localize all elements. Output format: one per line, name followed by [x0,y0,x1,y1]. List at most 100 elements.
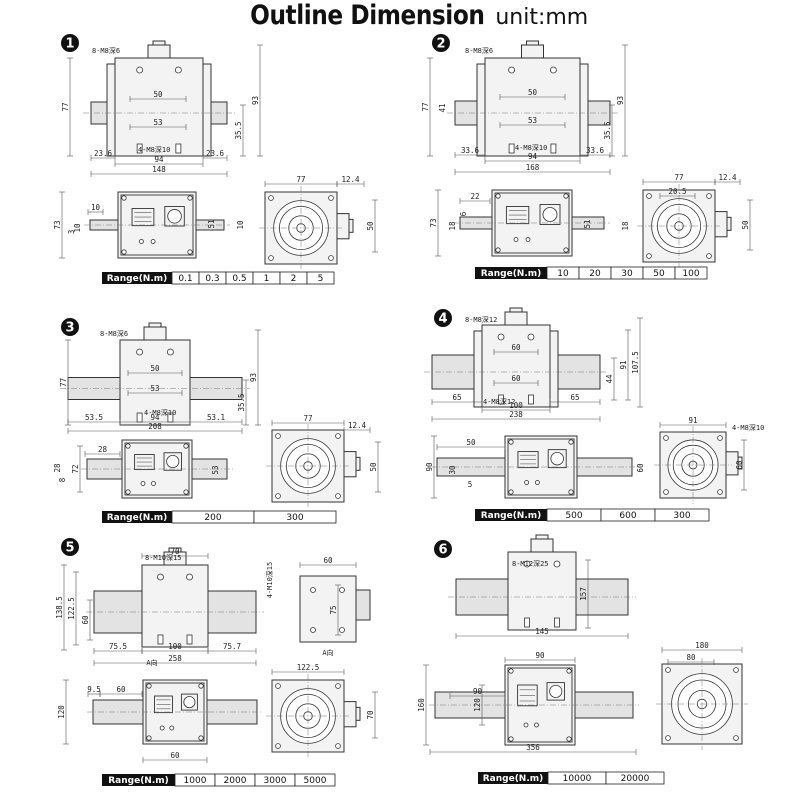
end-corner-hole [275,743,281,749]
connector [530,538,554,553]
range-cell [253,510,337,524]
model-badge-1 [61,34,79,52]
end-12.4-label: 12.4 [341,175,360,184]
range-value: 300 [673,511,690,521]
right-flange [202,63,212,157]
side-50-label: 50 [466,438,476,447]
range-value: 0.3 [205,274,219,284]
bottom-slot [186,634,193,645]
sec-60-label: 60 [323,556,333,565]
dim-53.1-r-label: 53.1 [207,413,225,422]
end-77-label: 77 [303,414,312,423]
model-badge-3 [61,318,79,336]
connector-cap [152,40,166,46]
side-51: 51 [207,219,216,228]
led-hole [525,237,531,242]
connector [504,311,528,326]
socket [166,454,180,469]
range-value: 600 [619,511,636,521]
range-value: 10000 [563,774,592,784]
side-60-label: 60 [116,685,126,694]
range-value: 5000 [304,776,327,786]
nameplate [134,454,155,471]
range-header-label: Range(N.m) [107,513,168,523]
socket [183,696,196,709]
dim-94-label: 94 [150,413,160,422]
dim-50-label: 50 [153,90,163,99]
bottom-slot [528,394,534,405]
section-hole [310,627,316,633]
mount-hole [550,66,557,74]
dim-70-label: 70 [170,547,180,556]
side-90-label: 90 [425,462,434,472]
led-hole [140,481,146,486]
top-holes-label: 8-M8深6 [100,329,128,338]
end-77-label: 77 [674,173,683,182]
end-corner-hole [717,489,723,495]
side-6: 6 [459,211,468,216]
top-holes-label: 8-M8深12 [465,315,497,324]
model-badge-5 [61,538,79,556]
dim-35.5-label: 35.5 [237,393,246,411]
corner-hole [183,489,189,495]
led-hole [523,722,529,728]
corner-hole [563,193,569,199]
end-corner-hole [335,493,341,499]
end-corner-hole [646,253,652,259]
range-cell [674,266,708,280]
dim-77-label: 77 [421,102,430,111]
model-badge-6 [434,540,452,558]
range-header-cell [475,509,547,521]
dim-75.7-label: 75.7 [223,642,241,651]
dim-100-label: 100 [509,401,523,410]
top-holes-label: 8-M10深15 [145,553,182,562]
dim-238-label: 238 [509,410,523,419]
side-3: 3 [67,230,76,235]
end-70-label: 70 [366,710,375,720]
corner-hole [566,736,572,742]
section-a-label: A向 [322,648,333,657]
dim-35.5-label: 35.5 [603,121,612,139]
nameplate [131,208,155,227]
side-dia-18r: 18 [621,221,630,231]
side-90-label: 90 [535,651,545,660]
end-corner-hole [665,735,671,741]
dim-100-label: 100 [168,642,182,651]
side-9.5-label: 9.5 [87,685,101,694]
side-73-label: 73 [429,218,438,227]
dim-53.5-l-label: 53.5 [85,413,103,422]
range-header-cell [102,774,175,786]
nameplate [505,206,530,225]
end-connector-tip [348,218,354,233]
range-value: 200 [204,513,221,523]
range-value: 100 [682,269,699,279]
bottom-slot [550,143,557,154]
dim-60-label: 60 [511,343,521,352]
socket-flange [547,449,567,469]
range-cell [306,271,335,285]
side-60: 60 [636,463,645,473]
range-cell [654,508,710,522]
dim-93-label: 93 [249,373,258,382]
sensor-body [119,339,191,426]
dim-122.5-label: 122.5 [67,597,76,620]
end-180-label: 180 [695,641,709,650]
end-corner-hole [268,195,274,201]
top-holes-label: 8-M12深25 [512,559,549,568]
dim-93-label: 93 [251,96,260,105]
dim-75.5-label: 75.5 [109,642,127,651]
range-header-cell [478,772,548,784]
sensor-body [141,564,209,648]
range-value: 20 [589,269,601,279]
socket-flange [180,693,198,711]
dim-258-label: 258 [168,654,182,663]
mount-hole [157,573,164,581]
socket-flange [164,206,185,227]
mount-hole [527,333,535,341]
corner-hole [121,195,127,201]
side-60b-label: 60 [170,751,180,760]
range-value: 0.5 [232,274,246,284]
socket [550,451,564,466]
corner-hole [568,489,574,495]
side-dia-28: 28 [53,463,62,473]
